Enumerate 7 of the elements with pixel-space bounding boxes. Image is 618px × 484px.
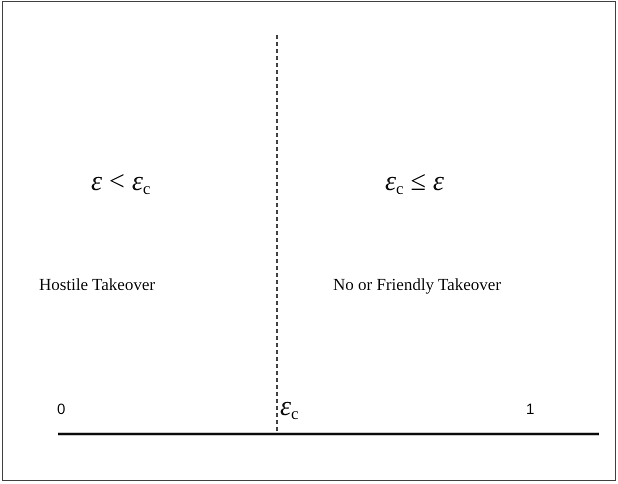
region-label: No or Friendly Takeover [333,276,501,295]
math-label: ε$_{c}$ ≤ ε [385,167,444,199]
tick-label: 1 [526,402,534,418]
math-label: ε$_{c}$ [280,392,298,424]
math-label: ε < ε$_{c}$ [91,167,150,199]
region-label: Hostile Takeover [39,276,156,295]
tick-label: 0 [57,402,66,418]
